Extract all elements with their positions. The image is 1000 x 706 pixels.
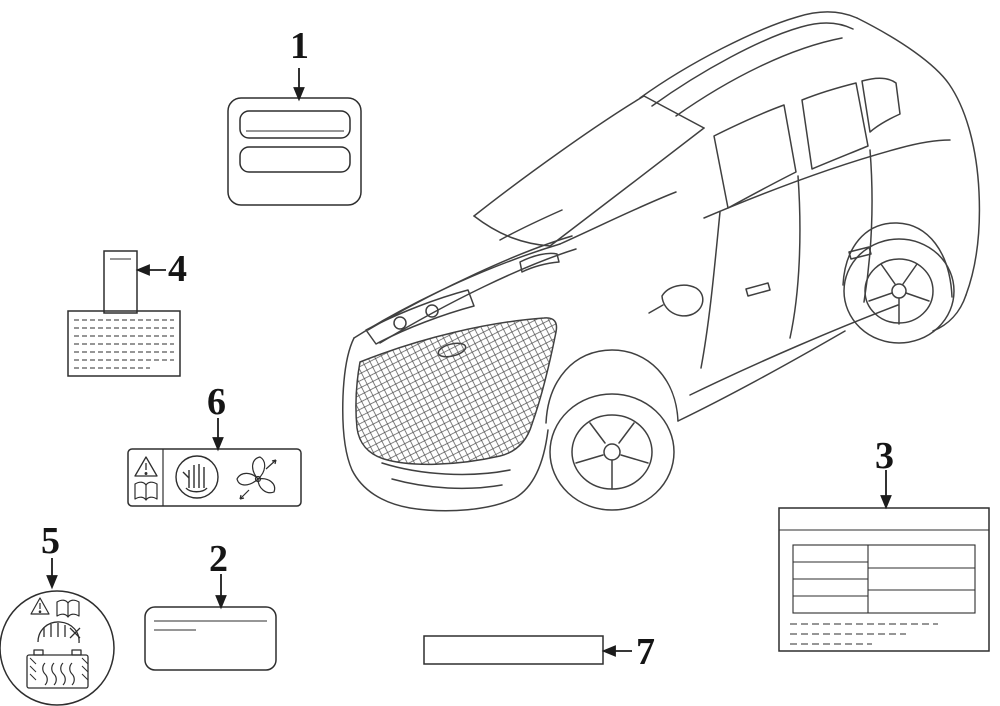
side-mirror — [661, 284, 704, 317]
part-label-1[interactable] — [227, 97, 362, 206]
owners-manual-icon-small — [56, 599, 80, 618]
fan-icon — [236, 456, 277, 500]
keep-hands-away-icon — [175, 455, 219, 499]
owners-manual-icon — [134, 481, 158, 501]
callout-6[interactable]: 6 — [207, 381, 226, 423]
fine-print-lines — [790, 623, 938, 645]
callout-5-arrow — [46, 558, 58, 590]
callout-7[interactable]: 7 — [636, 631, 655, 673]
part-label-7[interactable] — [423, 635, 604, 665]
front-wheel — [549, 393, 675, 511]
no-touch-hand-icon — [37, 621, 81, 644]
callout-6-arrow — [212, 418, 224, 452]
front-grille — [355, 317, 558, 466]
callout-7-arrow — [601, 645, 632, 657]
callout-arrows — [46, 68, 892, 657]
callout-1-arrow — [293, 68, 305, 102]
warning-triangle-icon — [134, 456, 158, 477]
callout-5[interactable]: 5 — [41, 520, 60, 562]
part-label-2[interactable] — [144, 606, 277, 671]
callout-2-arrow — [215, 574, 227, 610]
warning-triangle-icon-small — [30, 597, 50, 615]
headlight — [365, 289, 475, 345]
fine-print-lines — [74, 319, 174, 369]
vehicle-illustration — [342, 11, 981, 512]
callout-3-arrow — [880, 470, 892, 510]
part-label-3[interactable] — [778, 507, 990, 652]
callout-1[interactable]: 1 — [290, 25, 309, 67]
battery-heat-icon — [26, 649, 89, 689]
callout-2[interactable]: 2 — [209, 538, 228, 580]
rear-wheel — [843, 238, 955, 344]
callout-3[interactable]: 3 — [875, 435, 894, 477]
callout-4[interactable]: 4 — [168, 248, 187, 290]
part-label-6[interactable] — [127, 448, 302, 507]
part-label-4[interactable] — [67, 250, 181, 377]
part-label-5[interactable] — [0, 590, 115, 706]
callout-4-arrow — [135, 264, 166, 276]
